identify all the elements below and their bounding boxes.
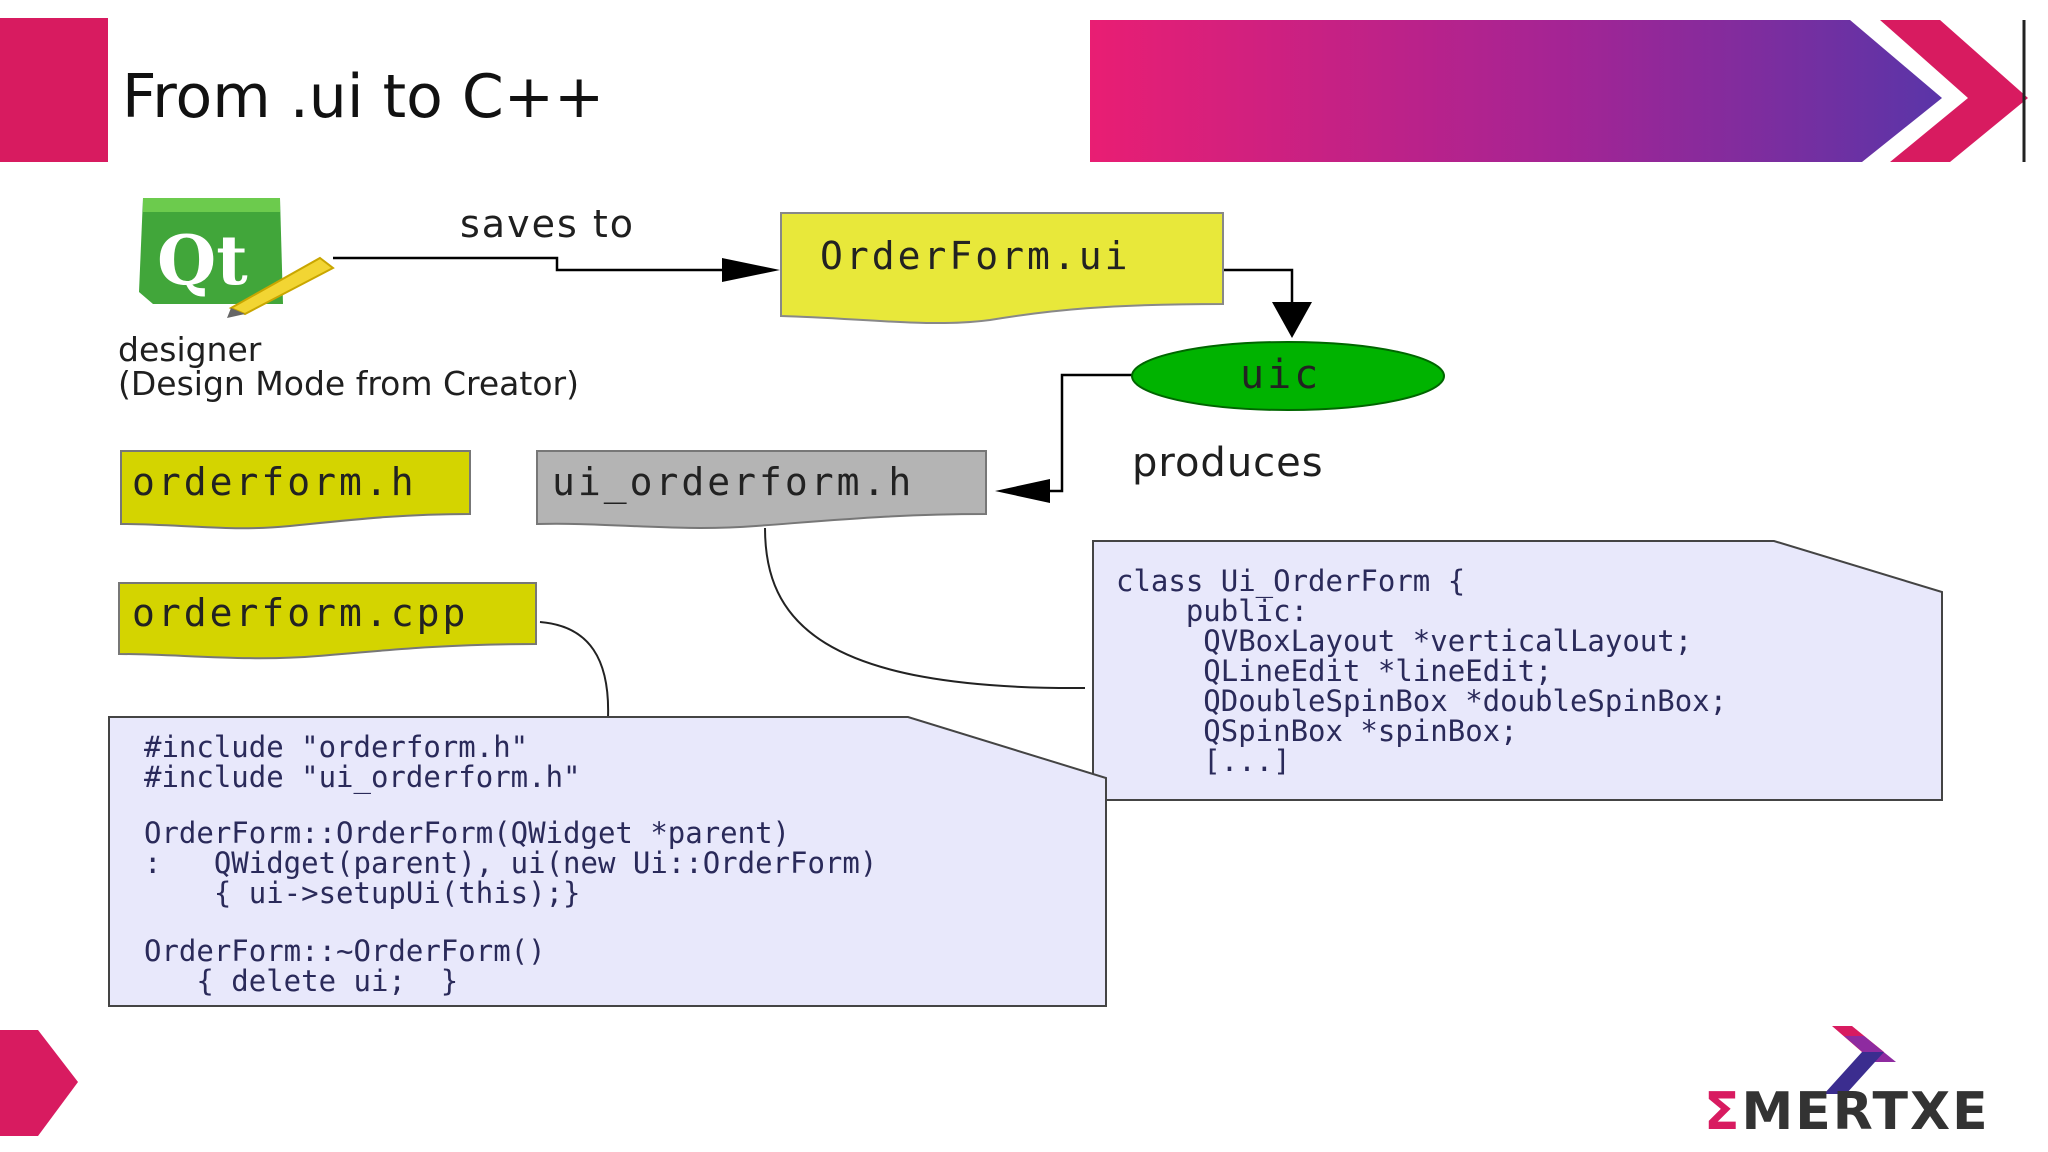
svg-text:Qt: Qt	[157, 221, 248, 301]
emertxe-logo-text: ΣMERTXE	[1704, 1082, 1990, 1142]
designer-label: designer	[118, 330, 262, 369]
code-line: QDoubleSpinBox *doubleSpinBox;	[1116, 684, 1728, 718]
slide-title: From .ui to C++	[122, 62, 605, 132]
code-line: { delete ui; }	[144, 964, 459, 998]
code-line	[144, 792, 877, 818]
ui-file-document	[780, 212, 1224, 324]
produces-arrow	[1040, 373, 1133, 493]
ui-orderform-h-label: ui_orderform.h	[552, 460, 915, 504]
ui-orderform-h-document	[536, 450, 987, 529]
footer-accent-chevron	[0, 1030, 78, 1136]
produces-label: produces	[1132, 440, 1324, 486]
uic-tool-node	[1131, 341, 1445, 411]
code-line: [...]	[1116, 744, 1291, 778]
ui-class-code-box	[1092, 540, 1943, 801]
code-line: #include "ui_orderform.h"	[144, 760, 581, 794]
uic-tool-label: uic	[1240, 352, 1322, 398]
ui-file-label: OrderForm.ui	[820, 234, 1131, 278]
ui-header-callout-line	[764, 527, 1086, 690]
code-line: QSpinBox *spinBox;	[1116, 714, 1518, 748]
saves-to-arrow	[333, 256, 730, 272]
ui-to-uic-arrow	[1222, 268, 1294, 308]
code-line: : QWidget(parent), ui(new Ui::OrderForm)	[144, 846, 878, 880]
code-line: OrderForm::~OrderForm()	[144, 934, 546, 968]
code-line: class Ui_OrderForm {	[1116, 564, 1466, 598]
code-line: QVBoxLayout *verticalLayout;	[1116, 624, 1693, 658]
code-line: public:	[1116, 594, 1309, 628]
code-line: OrderForm::OrderForm(QWidget *parent)	[144, 816, 791, 850]
cpp-callout-line	[539, 621, 610, 719]
qt-designer-icon: Qt	[139, 198, 335, 318]
emertxe-logo-mark	[1824, 1026, 1896, 1094]
ui-class-code: class Ui_OrderForm { public: QVBoxLayout…	[1116, 566, 1727, 776]
orderform-h-label: orderform.h	[132, 460, 417, 504]
code-line: QLineEdit *lineEdit;	[1116, 654, 1553, 688]
code-line	[144, 908, 877, 936]
header-accent-block	[0, 18, 108, 162]
code-line: #include "orderform.h"	[144, 730, 529, 764]
orderform-cpp-document	[118, 582, 537, 660]
logo-sigma: Σ	[1704, 1082, 1742, 1142]
orderform-cpp-label: orderform.cpp	[132, 591, 469, 635]
orderform-h-document	[120, 450, 471, 530]
cpp-code: #include "orderform.h" #include "ui_orde…	[144, 732, 877, 996]
header-banner	[1090, 20, 2028, 162]
saves-to-label: saves to	[460, 202, 635, 246]
designer-sublabel: (Design Mode from Creator)	[118, 364, 579, 403]
logo-wordmark: MERTXE	[1741, 1082, 1990, 1142]
cpp-code-box	[108, 716, 1107, 1007]
code-line: { ui->setupUi(this);}	[144, 876, 581, 910]
